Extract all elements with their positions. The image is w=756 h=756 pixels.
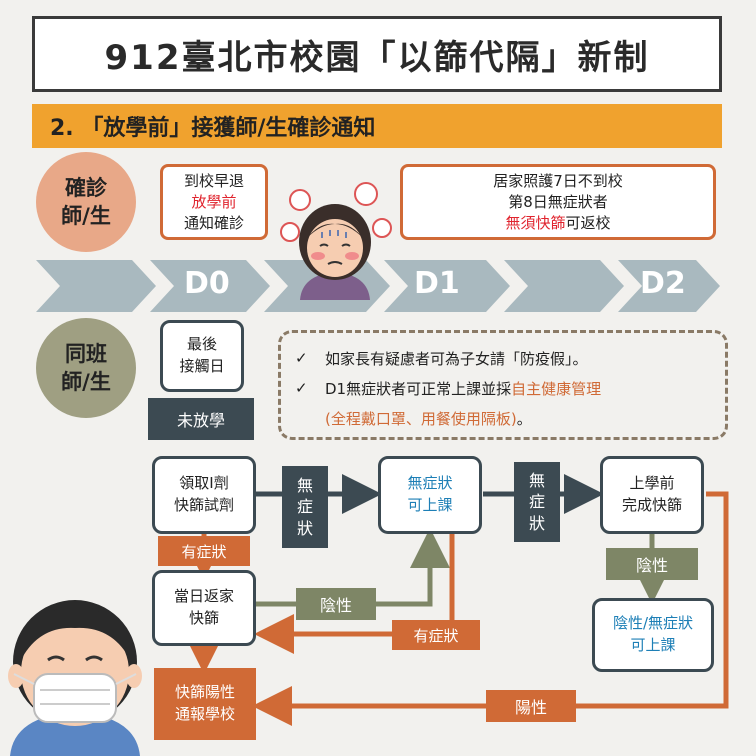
timeline-d0: D0 (184, 266, 230, 301)
has-symptom-label-2: 有症狀 (392, 620, 480, 650)
chevron-6 (618, 260, 720, 312)
not-dismissed-label: 未放學 (148, 398, 254, 440)
early-leave-line1: 到校早退 (183, 171, 244, 190)
receive-kit-line2: 快篩試劑 (173, 496, 234, 514)
timeline-d1: D1 (414, 266, 460, 301)
receive-test-kit-node: 領取I劑快篩試劑 (152, 456, 256, 534)
pre-school-test-node: 上學前完成快篩 (600, 456, 704, 534)
no-symptom-2-char3: 狀 (528, 513, 545, 533)
notes-box: ✓ 如家長有疑慮者可為子女請「防疫假」。 ✓ D1無症狀者可正常上課並採自主健康… (278, 330, 728, 440)
classmate-circle-line2: 師/生 (61, 370, 111, 394)
positive-report-line2: 通報學校 (174, 705, 235, 723)
home-care-line2: 第8日無症狀者 (508, 192, 608, 211)
note-text-2-paren: (全程戴口罩、用餐使用隔板) (325, 409, 517, 428)
home-test-node: 當日返家快篩 (152, 570, 256, 646)
no-symptom-class-line2: 可上課 (407, 496, 453, 514)
home-care-no-test: 無須快篩 (505, 213, 566, 232)
no-symptom-label-2: 無 症 狀 (514, 462, 560, 542)
home-test-line1: 當日返家 (173, 587, 234, 606)
negative-label-1: 陰性 (296, 588, 376, 620)
pre-school-line2: 完成快篩 (621, 496, 682, 514)
masked-boy-illustration (8, 600, 142, 756)
note-text-2-prefix: D1無症狀者可正常上課並採 (325, 379, 512, 398)
note-text-2-suffix: 。 (516, 409, 532, 428)
chevron-1 (36, 260, 156, 312)
no-symptom-1-char3: 狀 (296, 518, 313, 538)
timeline-d2: D2 (640, 266, 686, 301)
no-symptom-attend-class-node: 無症狀可上課 (378, 456, 482, 534)
note-item-2: ✓ D1無症狀者可正常上課並採自主健康管理 (295, 373, 711, 403)
note-text-2-highlight: 自主健康管理 (511, 379, 602, 398)
last-contact-line1: 最後 (186, 335, 217, 354)
note-item-1: ✓ 如家長有疑慮者可為子女請「防疫假」。 (295, 343, 711, 373)
confirmed-circle-line1: 確診 (64, 175, 107, 200)
face-mask-icon (33, 673, 117, 723)
negative-class-line1: 陰性/無症狀 (612, 614, 694, 633)
chevron-4 (384, 260, 510, 312)
positive-label: 陽性 (486, 690, 576, 722)
positive-report-line1: 快篩陽性 (174, 683, 235, 702)
receive-kit-line1: 領取I劑 (179, 474, 229, 493)
timeline-chevrons (36, 260, 720, 312)
sick-woman-illustration (280, 182, 392, 300)
negative-label-2: 陰性 (606, 548, 698, 580)
home-care-return: 可返校 (565, 213, 611, 232)
last-contact-day-node: 最後接觸日 (160, 320, 244, 392)
no-symptom-label-1: 無 症 狀 (282, 466, 328, 548)
has-symptom-label-1: 有症狀 (158, 536, 250, 566)
classmate-teacher-student-circle: 同班師/生 (36, 318, 136, 418)
check-mark-icon: ✓ (295, 349, 308, 367)
pre-school-line1: 上學前 (629, 474, 675, 493)
classmate-circle-line1: 同班 (64, 341, 107, 366)
no-symptom-1-char1: 無 (296, 475, 313, 495)
no-symptom-2-char1: 無 (528, 470, 545, 490)
last-contact-line2: 接觸日 (179, 357, 225, 375)
negative-attend-class-node: 陰性/無症狀可上課 (592, 598, 714, 672)
section-subtitle: 2. 「放學前」接獲師/生確診通知 (32, 104, 722, 148)
check-mark-icon: ✓ (295, 379, 308, 397)
no-symptom-class-line1: 無症狀 (407, 474, 453, 493)
negative-class-line2: 可上課 (630, 636, 676, 654)
confirmed-teacher-student-circle: 確診師/生 (36, 152, 136, 252)
early-leave-line3: 通知確診 (183, 213, 244, 232)
early-leave-box: 到校早退 放學前 通知確診 (160, 164, 268, 240)
note-item-2-cont: (全程戴口罩、用餐使用隔板)。 (295, 403, 711, 433)
chevron-2 (150, 260, 270, 312)
no-symptom-2-char2: 症 (528, 492, 545, 512)
note-text-1: 如家長有疑慮者可為子女請「防疫假」。 (325, 349, 588, 368)
page-title: 912臺北市校園「以篩代隔」新制 (32, 16, 722, 92)
early-leave-line2: 放學前 (191, 192, 237, 211)
positive-report-school-node: 快篩陽性通報學校 (154, 668, 256, 740)
home-test-line2: 快篩 (188, 609, 219, 627)
home-care-box: 居家照護7日不到校 第8日無症狀者 無須快篩可返校 (400, 164, 716, 240)
chevron-5 (504, 260, 624, 312)
home-care-line1: 居家照護7日不到校 (493, 171, 623, 190)
confirmed-circle-line2: 師/生 (61, 204, 111, 228)
no-symptom-1-char2: 症 (296, 497, 313, 517)
thought-cloud-icon (280, 182, 392, 242)
